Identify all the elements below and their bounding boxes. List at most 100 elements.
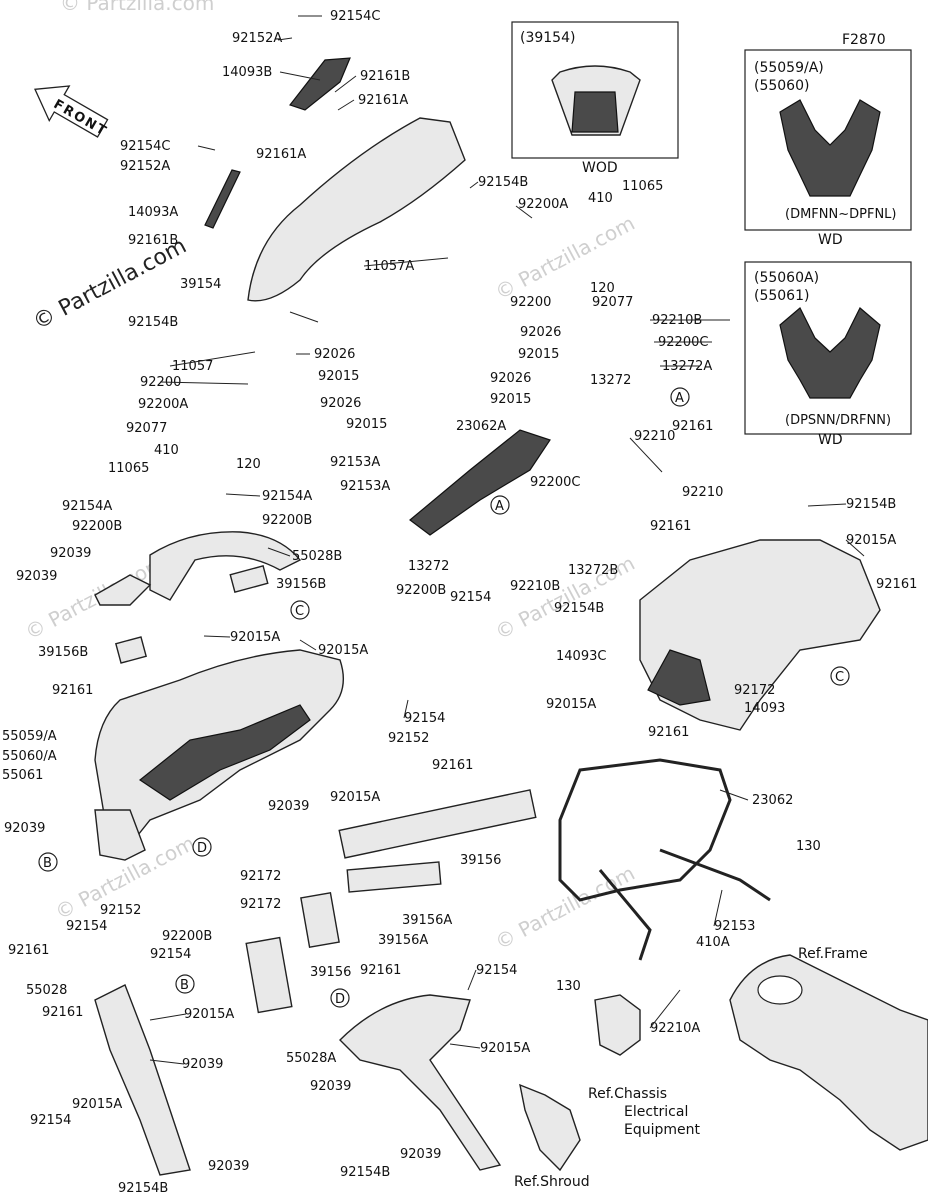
part-label: 23062	[752, 793, 793, 808]
part-label: 39156	[460, 853, 501, 868]
note-chassis-3: Equipment	[624, 1122, 701, 1138]
part-label: 92039	[310, 1079, 351, 1094]
part-label: 92172	[240, 897, 281, 912]
part-label: 410	[154, 443, 179, 458]
cover-55028b	[149, 531, 302, 601]
part-label: 92161	[648, 725, 689, 740]
part-label: 92161	[432, 758, 473, 773]
circle-ref-b: B	[38, 852, 58, 872]
inset-wd1-code-1: (55059/A)	[754, 60, 824, 76]
svg-text:D: D	[197, 841, 207, 856]
part-label: 11057A	[364, 259, 414, 274]
part-label: 92200	[510, 295, 551, 310]
leader-line	[649, 989, 681, 1029]
inset-wod-caption: WOD	[582, 160, 618, 176]
part-label: 92152A	[120, 159, 170, 174]
leader-line	[713, 889, 723, 927]
part-label: 92200A	[518, 197, 568, 212]
part-label: 120	[236, 457, 261, 472]
circle-ref-d: D	[192, 837, 212, 857]
part-label: 92015	[318, 369, 359, 384]
part-label: 92161B	[360, 69, 410, 84]
leader-line	[845, 539, 865, 557]
circle-ref-b-2: B	[175, 974, 195, 994]
part-label: 92161	[672, 419, 713, 434]
part-label: 11065	[622, 179, 663, 194]
part-label: 92200B	[162, 929, 212, 944]
svg-text:B: B	[180, 978, 189, 993]
circle-ref-c: C	[290, 600, 310, 620]
part-label: 92172	[240, 869, 281, 884]
part-label: 92154B	[846, 497, 896, 512]
side-bracket-small	[94, 574, 152, 606]
note-chassis-2: Electrical	[624, 1104, 688, 1120]
part-label: 14093C	[556, 649, 606, 664]
part-label: 55028	[26, 983, 67, 998]
svg-text:A: A	[675, 391, 684, 406]
part-label: 92154	[30, 1113, 71, 1128]
inset-wd1-variant: (DMFNN~DPFNL)	[785, 207, 896, 222]
part-label: 39156A	[402, 913, 452, 928]
inset-wod-code: (39154)	[520, 30, 575, 46]
part-label: 92026	[520, 325, 561, 340]
inset-wd-2: (55060A) (55061) (DPSNN/DRFNN) WD	[744, 261, 912, 448]
part-label: 55028A	[286, 1051, 336, 1066]
part-label: 13272B	[568, 563, 618, 578]
part-label: 92153A	[330, 455, 380, 470]
part-label: 92154C	[120, 139, 170, 154]
circle-ref-d-2: D	[330, 988, 350, 1008]
leader-line	[629, 437, 663, 473]
inset-wod: (39154) WOD	[511, 21, 679, 176]
part-label: 410	[588, 191, 613, 206]
side-cover-55028a	[339, 994, 502, 1171]
part-label: 92015A	[318, 643, 368, 658]
leader-line	[159, 381, 249, 385]
part-label: 92152A	[232, 31, 282, 46]
part-label: 92161A	[256, 147, 306, 162]
part-label: 92154B	[118, 1181, 168, 1196]
chassis-bracket	[594, 994, 641, 1056]
leader-line	[363, 257, 449, 267]
part-label: 92154	[404, 711, 445, 726]
part-label: 92200B	[262, 513, 312, 528]
part-label: 92161	[650, 519, 691, 534]
part-label: 92015A	[330, 790, 380, 805]
part-label: 92200C	[530, 475, 580, 490]
leader-line	[169, 351, 256, 367]
pad-39156a-small	[300, 891, 340, 949]
part-label: 92026	[490, 371, 531, 386]
bracket-23062a	[409, 429, 551, 536]
part-label: 92154B	[340, 1165, 390, 1180]
part-label: 92015	[518, 347, 559, 362]
part-label: 92153A	[340, 479, 390, 494]
leader-line	[267, 547, 291, 557]
part-label: 11057	[172, 359, 213, 374]
watermark: © Partzilla.com	[491, 211, 639, 305]
part-label: 92161B	[128, 233, 178, 248]
part-label: 92210	[682, 485, 723, 500]
circle-ref-c-2: C	[830, 666, 850, 686]
leader-line	[449, 1043, 481, 1049]
leader-line	[299, 639, 317, 651]
part-label: 130	[556, 979, 581, 994]
front-arrow: FRONT	[34, 85, 110, 140]
leader-line	[515, 205, 533, 219]
note-shroud: Ref.Shroud	[514, 1174, 590, 1190]
inset-wd2-code-2: (55061)	[754, 288, 809, 304]
leader-line	[149, 1059, 185, 1065]
inset-wd-1: (55059/A) (55060) (DMFNN~DPFNL) WD	[744, 49, 912, 248]
part-label: 92200B	[396, 583, 446, 598]
watermark: © Partzilla.com	[60, 0, 214, 15]
pad-39156-small	[245, 936, 293, 1014]
leader-line	[203, 635, 231, 638]
part-label: 92039	[50, 546, 91, 561]
part-label: 92015A	[846, 533, 896, 548]
part-label: 120	[590, 281, 615, 296]
part-label: 55028B	[292, 549, 342, 564]
part-label: 92015A	[230, 630, 280, 645]
part-label: 23062A	[456, 419, 506, 434]
leader-line	[197, 145, 216, 151]
part-label: 92039	[4, 821, 45, 836]
leader-line	[149, 1013, 187, 1021]
